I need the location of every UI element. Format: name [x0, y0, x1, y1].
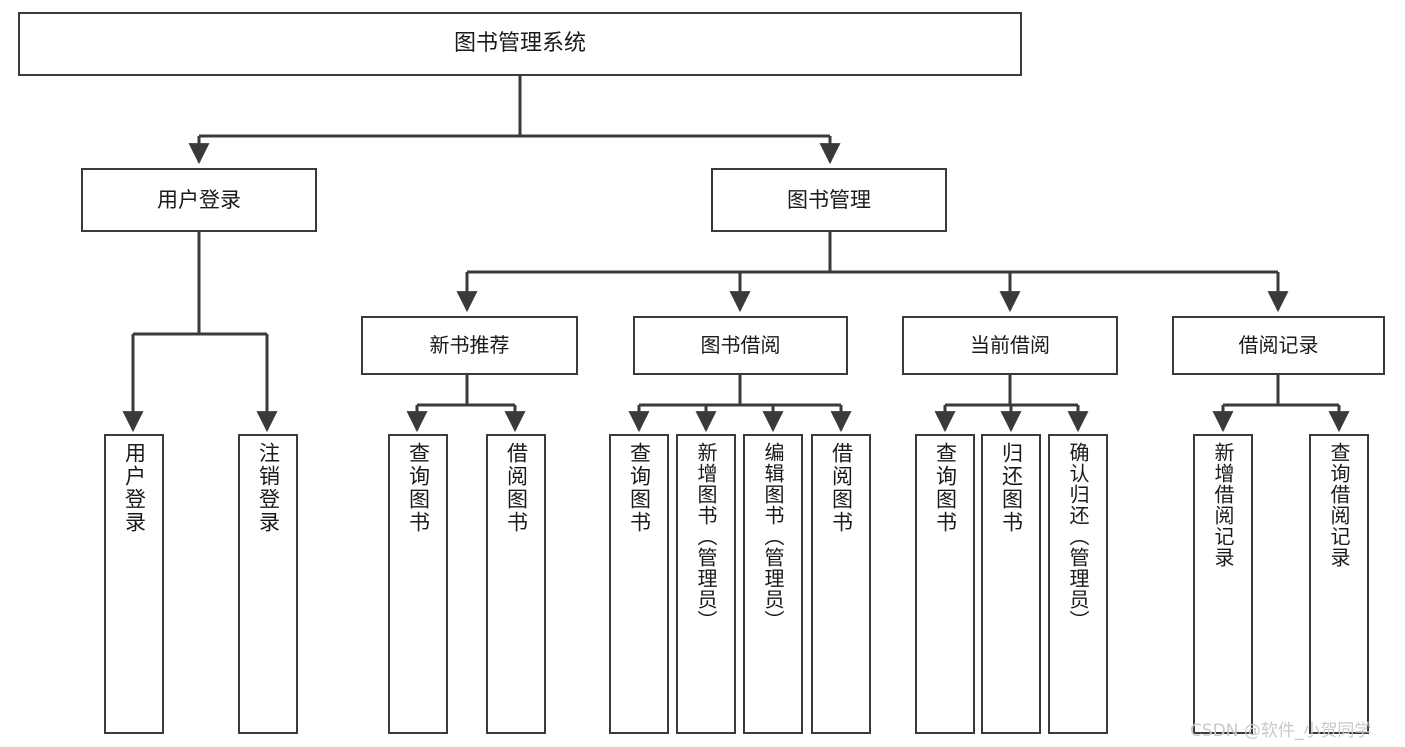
node-root-label: 图书管理系统 — [453, 31, 586, 57]
leaf-book-borrow-add-label: 新增图书（管理员） — [694, 442, 718, 631]
leaf-current-borrow-return[interactable]: 归还图书 — [981, 434, 1041, 734]
leaf-book-borrow-borrow-label: 借阅图书 — [829, 442, 854, 534]
node-book-management[interactable]: 图书管理 — [711, 168, 947, 232]
node-borrow-record[interactable]: 借阅记录 — [1172, 316, 1385, 375]
leaf-new-book-query-label: 查询图书 — [406, 442, 431, 534]
node-current-borrow-label: 当前借阅 — [970, 332, 1050, 357]
leaf-borrow-record-add-label: 新增借阅记录 — [1211, 442, 1235, 568]
leaf-book-borrow-edit[interactable]: 编辑图书（管理员） — [743, 434, 803, 734]
node-borrow-record-label: 借阅记录 — [1238, 332, 1319, 357]
leaf-borrow-record-query[interactable]: 查询借阅记录 — [1309, 434, 1369, 734]
leaf-current-borrow-query[interactable]: 查询图书 — [915, 434, 975, 734]
leaf-book-borrow-query[interactable]: 查询图书 — [609, 434, 669, 734]
leaf-book-borrow-borrow[interactable]: 借阅图书 — [811, 434, 871, 734]
leaf-current-borrow-confirm-label: 确认归还（管理员） — [1066, 442, 1090, 631]
leaf-user-login-signout[interactable]: 注销登录 — [238, 434, 298, 734]
leaf-current-borrow-confirm[interactable]: 确认归还（管理员） — [1048, 434, 1108, 734]
leaf-book-borrow-query-label: 查询图书 — [627, 442, 652, 534]
leaf-user-login-signin[interactable]: 用户登录 — [104, 434, 164, 734]
leaf-current-borrow-return-label: 归还图书 — [999, 442, 1024, 534]
leaf-current-borrow-query-label: 查询图书 — [933, 442, 958, 534]
node-root[interactable]: 图书管理系统 — [18, 12, 1022, 76]
node-user-login[interactable]: 用户登录 — [81, 168, 317, 232]
node-user-login-label: 用户登录 — [157, 187, 241, 212]
node-book-borrow-label: 图书借阅 — [700, 332, 781, 357]
leaf-user-login-signin-label: 用户登录 — [122, 442, 147, 534]
watermark: CSDN @软件_小贺同学 — [1190, 721, 1372, 741]
node-new-book-recommend[interactable]: 新书推荐 — [361, 316, 578, 375]
leaf-book-borrow-add[interactable]: 新增图书（管理员） — [676, 434, 736, 734]
leaf-user-login-signout-label: 注销登录 — [256, 442, 281, 534]
node-book-management-label: 图书管理 — [787, 187, 871, 212]
leaf-borrow-record-add[interactable]: 新增借阅记录 — [1193, 434, 1253, 734]
node-current-borrow[interactable]: 当前借阅 — [902, 316, 1118, 375]
node-new-book-recommend-label: 新书推荐 — [429, 332, 510, 357]
leaf-new-book-borrow[interactable]: 借阅图书 — [486, 434, 546, 734]
leaf-book-borrow-edit-label: 编辑图书（管理员） — [761, 442, 785, 631]
leaf-borrow-record-query-label: 查询借阅记录 — [1327, 442, 1351, 568]
leaf-new-book-borrow-label: 借阅图书 — [504, 442, 529, 534]
leaf-new-book-query[interactable]: 查询图书 — [388, 434, 448, 734]
node-book-borrow[interactable]: 图书借阅 — [633, 316, 848, 375]
